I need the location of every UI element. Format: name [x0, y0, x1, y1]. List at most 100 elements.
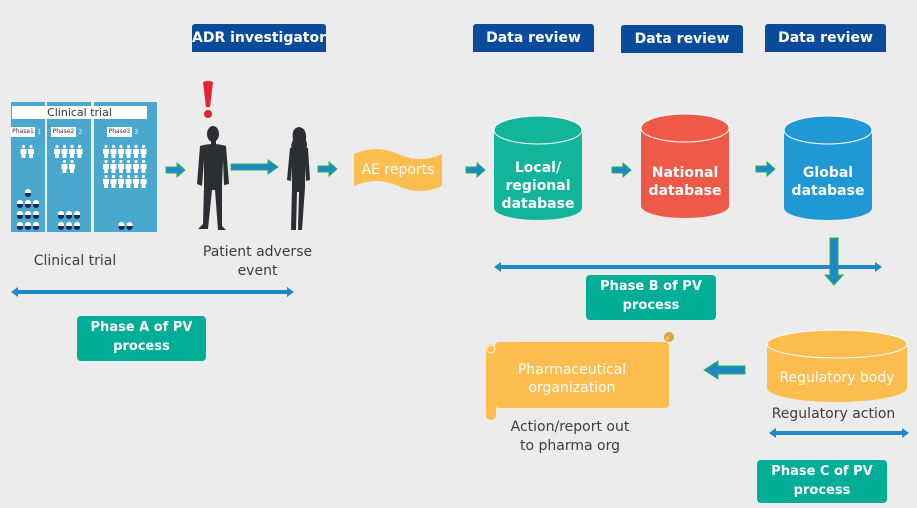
phase1-column [11, 102, 45, 232]
trial-person-icon [133, 174, 139, 188]
woman-silhouette-icon [287, 127, 310, 230]
trial-pill-icon [33, 222, 39, 230]
trial-pill-icon [17, 200, 23, 208]
phase-c-line2: process [793, 483, 851, 498]
phase2-tag: Phase2 [51, 127, 76, 137]
trial-pill-icon [25, 189, 31, 197]
trial-person-icon [118, 174, 124, 188]
trial-person-icon [133, 144, 139, 158]
local-database-cylinder [493, 115, 583, 220]
patient-adverse-line1: Patient adverse [202, 244, 313, 260]
clinical-trial-label: Clinical trial [33, 253, 117, 269]
trial-pill-icon [17, 222, 23, 230]
trial-person-icon [125, 144, 132, 158]
national-database-label: National database [641, 164, 729, 200]
trial-person-icon [133, 159, 139, 173]
regulatory-body-label: Regulatory body [779, 370, 895, 386]
trial-pill-icon [17, 211, 23, 219]
global-db-line2: database [791, 183, 865, 199]
action-report-line1: Action/report out [510, 419, 630, 435]
phase3-tag: Phase3 [107, 127, 132, 137]
trial-person-icon [118, 144, 124, 158]
trial-person-icon [103, 174, 109, 188]
arrow-global-down [823, 237, 845, 286]
trial-pill-icon [58, 211, 64, 219]
pharma-org-line2: organization [528, 380, 616, 396]
phase-b-line2: process [622, 298, 680, 313]
man-silhouette-icon [197, 126, 229, 230]
pharma-org-label: Pharmaceutical organization [495, 361, 649, 397]
ae-reports-banner [354, 149, 442, 191]
phase3-number: 3 [134, 128, 139, 136]
arrow-man-to-woman [230, 159, 279, 175]
trial-person-icon [69, 159, 75, 173]
trial-person-icon [61, 159, 68, 173]
trial-person-icon [110, 144, 117, 158]
action-report-label: Action/report out to pharma org [505, 418, 635, 456]
ae-reports-label: AE reports [361, 162, 435, 178]
trial-pill-icon [33, 200, 39, 208]
local-database-label: Local/ regional database [494, 159, 582, 213]
trial-person-icon [20, 144, 27, 158]
pharma-org-scroll [486, 332, 674, 420]
national-db-line1: National [651, 165, 719, 181]
trial-person-icon [28, 144, 34, 158]
trial-person-icon [140, 174, 147, 188]
trial-pill-icon [25, 211, 31, 219]
regulatory-body-cylinder [766, 329, 908, 402]
data-review-header-national: Data review [621, 25, 743, 53]
trial-person-icon [76, 144, 83, 158]
national-db-line2: database [648, 183, 722, 199]
trial-person-icon [125, 174, 132, 188]
trial-icons [17, 144, 147, 230]
trial-person-icon [140, 159, 147, 173]
trial-person-icon [110, 174, 117, 188]
patient-adverse-event-label: Patient adverse event [195, 243, 320, 281]
trial-person-icon [54, 144, 60, 158]
national-database-cylinder [640, 113, 730, 218]
phase-b-box: Phase B of PV process [586, 275, 716, 320]
data-review-header-local: Data review [473, 24, 594, 52]
pharma-org-line1: Pharmaceutical [517, 362, 627, 378]
clinical-trial-title: Clinical trial [12, 106, 147, 119]
regulatory-action-label: Regulatory action [771, 406, 896, 422]
trial-person-icon [110, 159, 117, 173]
trial-person-icon [103, 144, 109, 158]
phase-b-span-arrow [494, 262, 882, 272]
phase-c-span-arrow [769, 428, 909, 438]
phase-b-line1: Phase B of PV [600, 279, 702, 294]
phase-a-line2: process [113, 339, 170, 354]
phase-c-line1: Phase C of PV [771, 464, 873, 479]
data-review-header-global: Data review [765, 24, 886, 52]
trial-pill-icon [118, 222, 125, 230]
trial-person-icon [140, 144, 147, 158]
trial-person-icon [118, 159, 124, 173]
trial-person-icon [125, 159, 132, 173]
phase-a-span-arrow [11, 287, 294, 297]
trial-person-icon [69, 144, 75, 158]
trial-pill-icon [66, 222, 72, 230]
phase-a-line1: Phase A of PV [90, 320, 193, 335]
exclamation-icon [203, 81, 213, 118]
arrow-regulatory-to-pharma [703, 360, 746, 380]
action-report-line2: to pharma org [520, 438, 620, 454]
trial-person-icon [61, 144, 68, 158]
global-database-label: Global database [784, 164, 872, 200]
adr-investigator-header: ADR investigator [192, 24, 326, 52]
phase1-number: 1 [37, 128, 42, 136]
trial-pill-icon [66, 211, 72, 219]
global-db-line1: Global [802, 165, 854, 181]
trial-pill-icon [25, 222, 31, 230]
clinical-trial-panel: Clinical trial Phase1 1 Phase2 2 Phase3 … [11, 102, 157, 232]
phase1-tag: Phase1 [11, 127, 35, 137]
patient-adverse-line2: event [237, 263, 278, 279]
phase2-number: 2 [78, 128, 83, 136]
phase-a-box: Phase A of PV process [77, 316, 206, 361]
local-db-line3: database [501, 196, 575, 212]
trial-person-icon [103, 159, 109, 173]
local-db-line2: regional [505, 178, 571, 194]
trial-pill-icon [25, 200, 31, 208]
local-db-line1: Local/ [514, 160, 562, 176]
